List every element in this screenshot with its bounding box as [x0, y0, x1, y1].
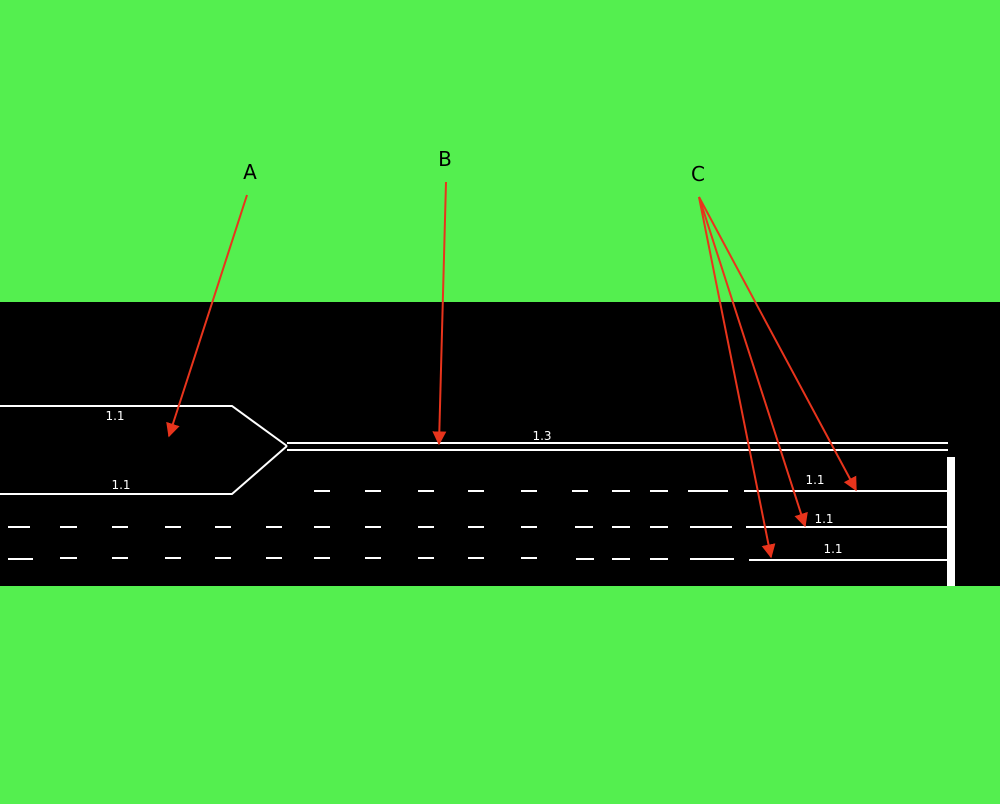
callout-arrow-a — [166, 194, 248, 438]
marking-label-double-solid: 1.3 — [532, 429, 551, 443]
marking-label-lower-left: 1.1 — [111, 478, 130, 492]
upper-solid-line — [0, 405, 288, 447]
callout-label-a: A — [243, 160, 257, 184]
lower-solid-line — [0, 445, 288, 495]
marking-label-upper-left: 1.1 — [105, 409, 124, 423]
callout-label-b: B — [438, 147, 452, 171]
marking-label-right-lane-2: 1.1 — [814, 512, 833, 526]
callout-arrow-c-1 — [698, 196, 857, 492]
marking-label-right-lane-1: 1.1 — [805, 473, 824, 487]
dashed-lane-line-3 — [8, 557, 948, 561]
callout-arrow-b — [432, 181, 447, 446]
callout-arrow-c-2 — [698, 196, 808, 528]
callout-label-c: C — [691, 162, 705, 186]
marking-label-right-lane-3: 1.1 — [823, 542, 842, 556]
callout-arrow-c-3 — [698, 196, 776, 559]
stop-line — [947, 457, 955, 586]
